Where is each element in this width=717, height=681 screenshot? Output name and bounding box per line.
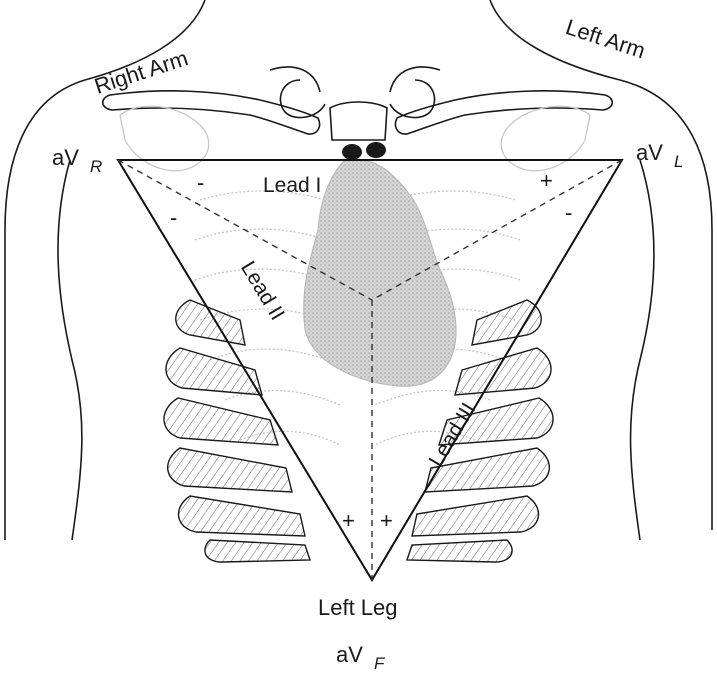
svg-text:F: F xyxy=(374,654,386,673)
lead-1-positive-sign: + xyxy=(540,168,553,193)
svg-text:L: L xyxy=(674,152,683,171)
clavicles xyxy=(103,67,613,140)
lead-2-label: Lead II xyxy=(236,257,289,324)
svg-text:aV: aV xyxy=(636,140,663,165)
lead-3-positive-sign: + xyxy=(380,508,393,533)
avl-label: aV L xyxy=(636,140,683,171)
avf-label: aV F xyxy=(336,642,386,673)
lead-2-negative-sign: - xyxy=(170,205,177,230)
lead-1-label: Lead I xyxy=(263,174,321,197)
avr-label: aV R xyxy=(52,145,102,176)
great-vessels xyxy=(342,142,386,160)
lead-3-negative-sign: - xyxy=(565,200,572,225)
lead-1-negative-sign: - xyxy=(197,170,204,195)
svg-text:R: R xyxy=(90,157,102,176)
svg-text:aV: aV xyxy=(52,145,79,170)
heart-shape xyxy=(304,160,456,386)
lead-2-positive-sign: + xyxy=(342,508,355,533)
svg-text:aV: aV xyxy=(336,642,363,667)
left-arm-label: Left Arm xyxy=(563,14,649,63)
left-leg-label: Left Leg xyxy=(318,595,398,620)
